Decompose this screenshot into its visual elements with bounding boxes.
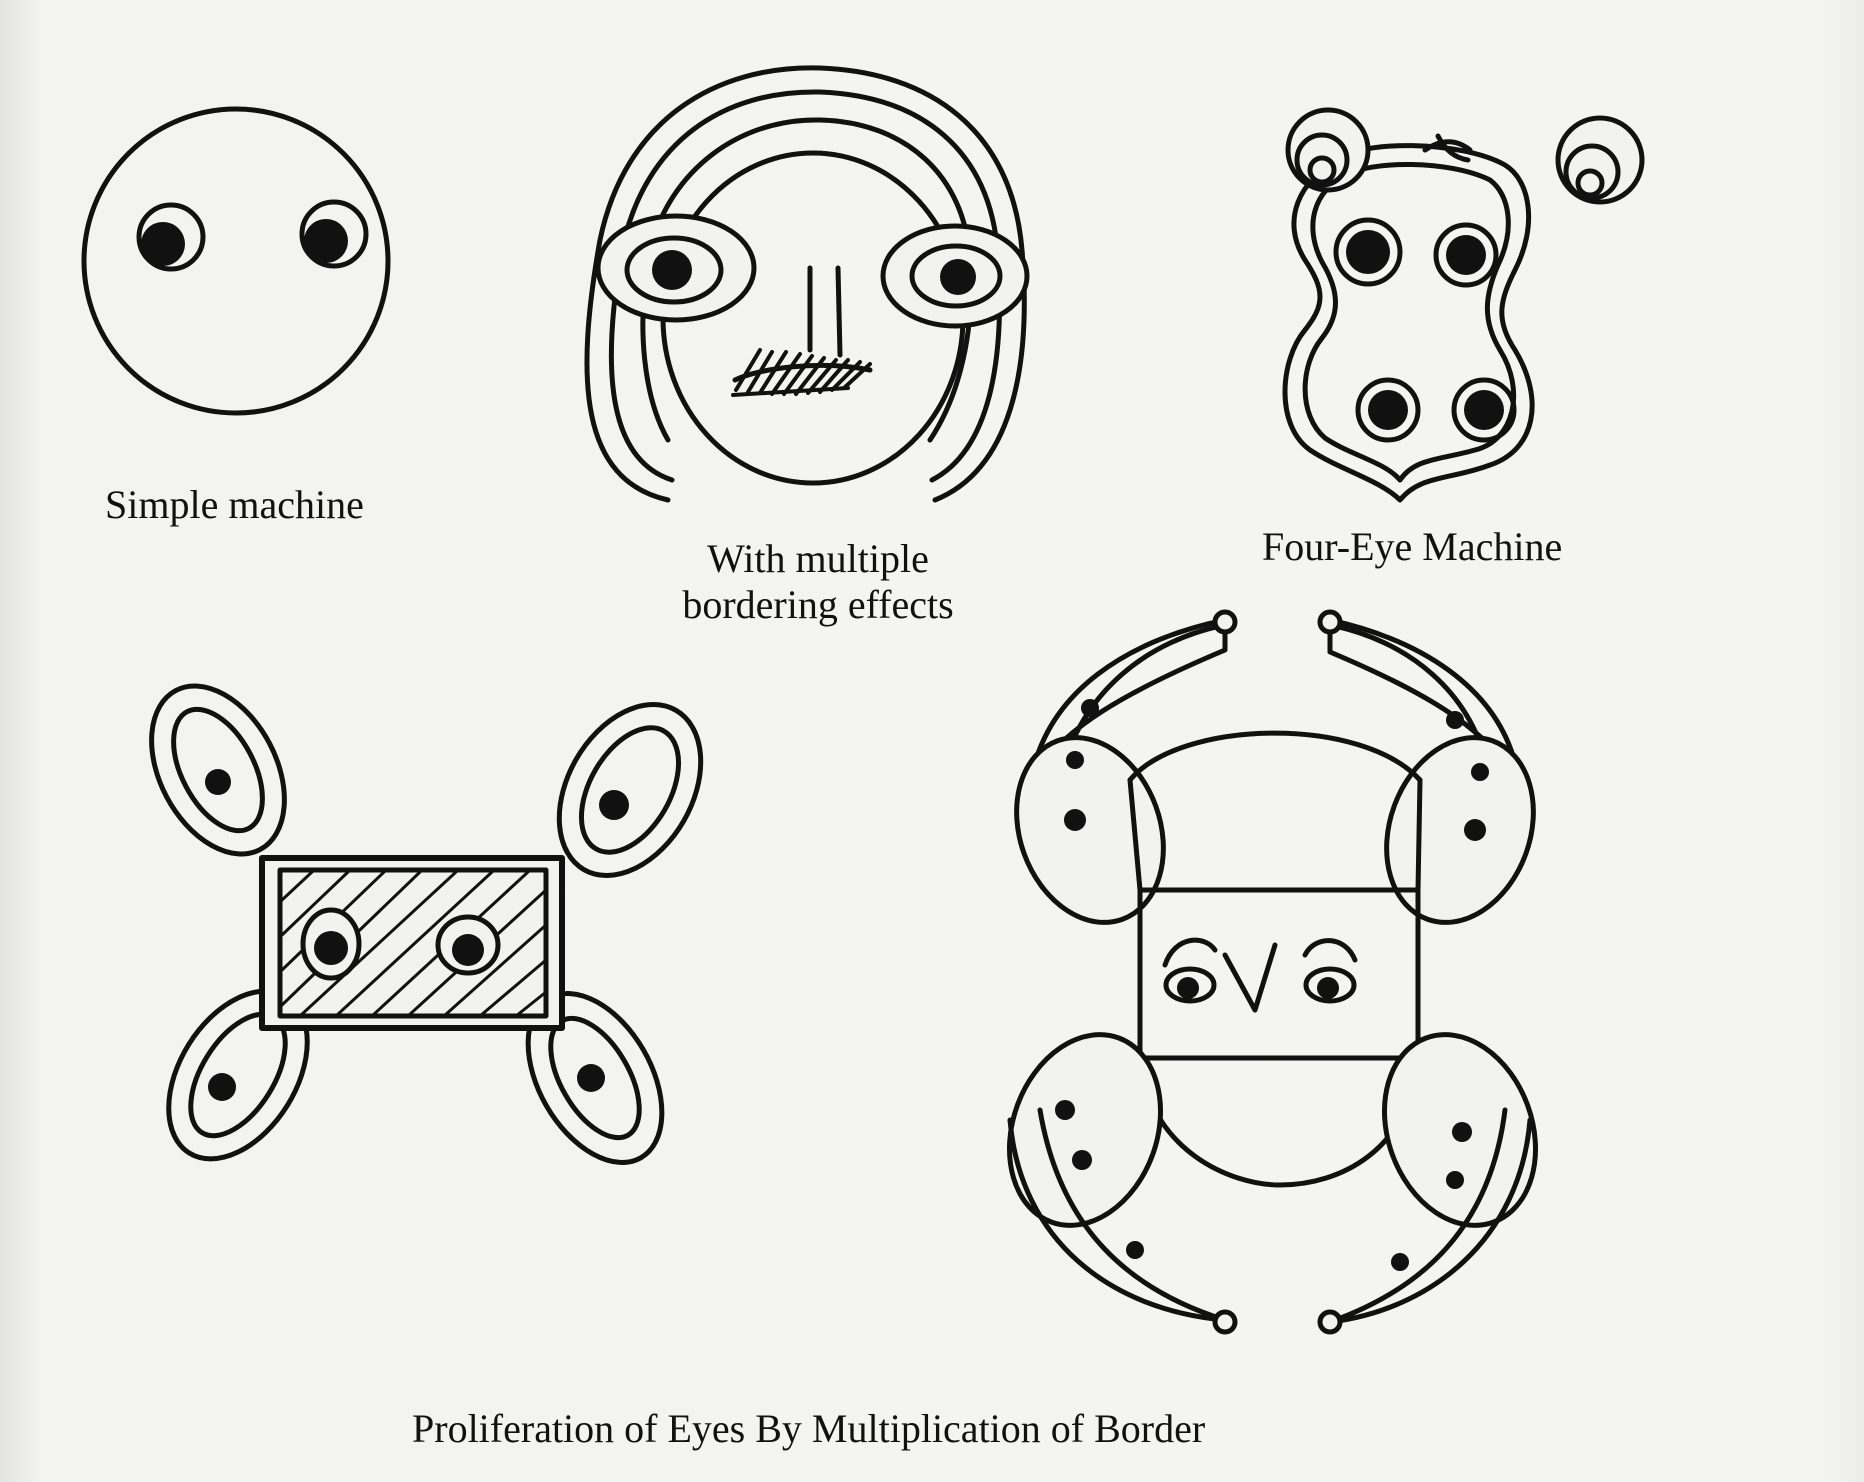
bordering-effects-figure	[584, 65, 1030, 503]
simple-machine-figure	[81, 106, 391, 416]
caption-multiple-line2: bordering effects	[682, 582, 954, 627]
proliferation-rectangle-figure	[149, 683, 704, 1165]
caption-proliferation: Proliferation of Eyes By Multiplication …	[412, 1406, 1206, 1451]
caption-four-eye-machine: Four-Eye Machine	[1262, 524, 1563, 569]
caption-multiple-line1: With multiple	[707, 536, 929, 581]
four-eye-machine-figure	[1282, 107, 1645, 503]
proliferation-owl-figure	[1006, 609, 1539, 1335]
caption-multiple-bordering: With multiple bordering effects	[628, 536, 1008, 628]
caption-simple-machine: Simple machine	[105, 482, 364, 527]
